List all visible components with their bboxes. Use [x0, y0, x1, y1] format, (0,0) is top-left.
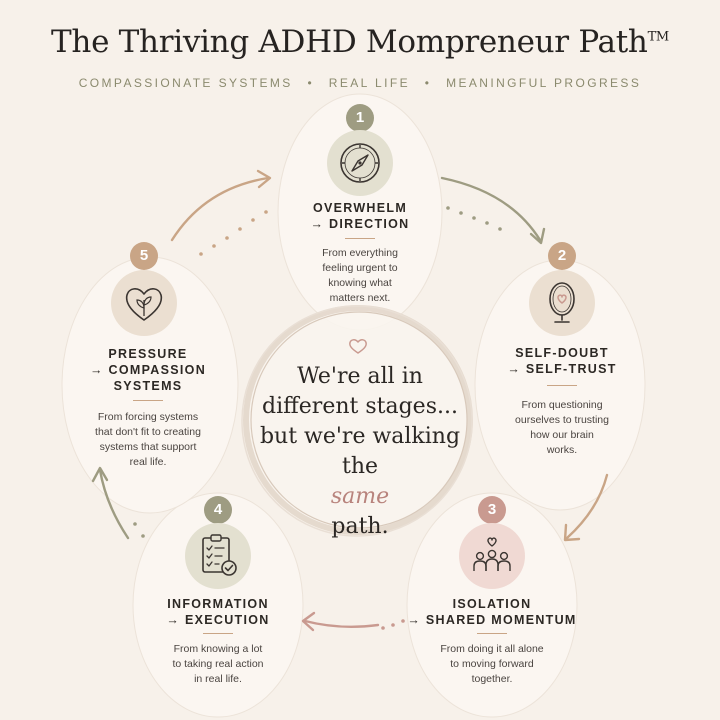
- page-title: The Thriving ADHD Mompreneur PathTM: [51, 24, 670, 60]
- stage-oval-3: [406, 492, 578, 718]
- stage-3-icon-circle: [459, 523, 525, 589]
- stage-2-title: SELF-DOUBT→ SELF-TRUST: [507, 346, 617, 376]
- group-heart-icon: [473, 537, 511, 571]
- tagline: COMPASSIONATE SYSTEMS • REAL LIFE • MEAN…: [0, 76, 720, 90]
- dotted-connector-3-4: [381, 619, 405, 630]
- arrow-4-to-5: [98, 468, 130, 540]
- tagline-item: COMPASSIONATE SYSTEMS: [78, 76, 293, 90]
- stage-3-title: ISOLATION→ SHARED MOMENTUM: [407, 597, 577, 627]
- checklist-icon: [202, 534, 237, 576]
- center-message: We're all in different stages... but we'…: [259, 364, 461, 539]
- tagline-separator: •: [424, 76, 432, 90]
- tagline-separator: •: [307, 76, 315, 90]
- stage-3-divider: [477, 633, 507, 634]
- arrow-2-to-3: [565, 473, 609, 540]
- stage-2-badge: 2: [548, 242, 576, 270]
- stage-2-icon-circle: [529, 270, 595, 336]
- tagline-item: REAL LIFE: [328, 76, 410, 90]
- stage-1-title: OVERWHELM→ DIRECTION: [310, 201, 410, 231]
- stage-4-divider: [203, 633, 233, 634]
- arrow-3-to-4: [303, 619, 380, 628]
- stage-oval-4: [132, 492, 304, 718]
- stage-2-divider: [547, 385, 577, 386]
- arrow-5-to-1: [170, 176, 270, 242]
- center-ring: [241, 305, 473, 537]
- stage-1-badge: 1: [346, 104, 374, 132]
- heart-leaf-icon: [125, 288, 163, 321]
- trademark-mark: TM: [647, 29, 670, 45]
- dotted-connector-5-1: [199, 210, 268, 256]
- stage-1-icon-circle: [327, 130, 393, 196]
- dotted-connector-4-5: [133, 522, 145, 538]
- stage-5-badge: 5: [130, 242, 158, 270]
- stage-4-icon-circle: [185, 523, 251, 589]
- stage-5-divider: [133, 400, 163, 401]
- stage-4-title: INFORMATION→ EXECUTION: [166, 597, 270, 627]
- stage-3-badge: 3: [478, 496, 506, 524]
- stage-1-divider: [345, 238, 375, 239]
- arrow-1-to-2: [440, 176, 542, 242]
- tagline-item: MEANINGFUL PROGRESS: [446, 76, 642, 90]
- dotted-connector-1-2: [446, 206, 502, 231]
- compass-icon: [340, 143, 380, 183]
- mirror-heart-icon: [549, 282, 575, 323]
- heart-outline-icon: [349, 339, 367, 354]
- stage-4-badge: 4: [204, 496, 232, 524]
- stage-5-icon-circle: [111, 270, 177, 336]
- highlight-word: same: [330, 484, 390, 509]
